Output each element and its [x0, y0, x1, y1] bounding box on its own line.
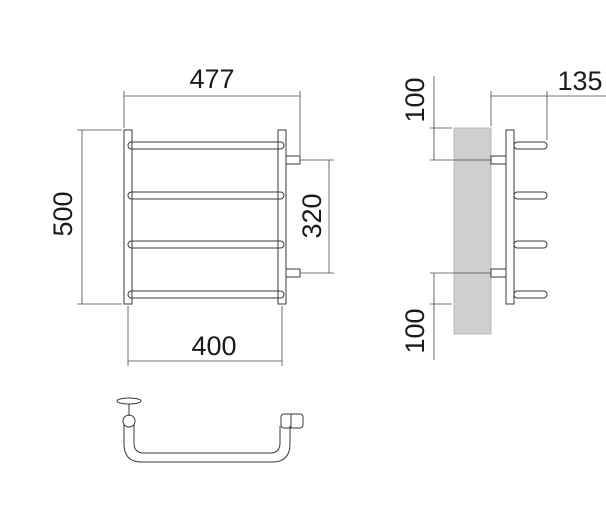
dim-label-477: 477 [189, 64, 234, 94]
dim-total-width: 477 [123, 64, 301, 155]
dim-label-320: 320 [297, 193, 327, 238]
top-view-cap [116, 397, 142, 405]
rung-3 [127, 240, 285, 249]
top-view-left-joint [122, 414, 136, 428]
dim-bar-width: 400 [127, 306, 283, 366]
side-view: 135 100 100 [400, 66, 606, 360]
side-post [505, 129, 515, 305]
side-rung-3 [513, 240, 548, 249]
top-fitting [285, 155, 301, 165]
wall [453, 127, 492, 335]
rung-1 [127, 141, 285, 150]
dim-label-500: 500 [48, 191, 78, 236]
side-bottom-connection [490, 268, 507, 278]
front-view: 477 500 320 400 [48, 64, 334, 366]
rung-4 [127, 290, 285, 299]
bottom-fitting [285, 268, 301, 278]
dim-label-100-top: 100 [400, 77, 430, 122]
dim-label-135: 135 [557, 66, 602, 96]
dim-label-100-bottom: 100 [400, 308, 430, 353]
top-view-rail-outer [123, 424, 291, 463]
side-top-connection [490, 155, 507, 165]
right-post [277, 129, 287, 305]
left-post [123, 129, 133, 305]
side-rung-1 [513, 141, 548, 150]
dim-height: 500 [48, 129, 122, 305]
top-view-rail-inner [133, 424, 281, 454]
top-view-right-fitting [280, 413, 304, 429]
rung-2 [127, 191, 285, 200]
dim-top-offset: 100 [400, 76, 491, 161]
dim-connection-spacing: 320 [297, 159, 334, 274]
dim-label-400: 400 [191, 331, 236, 361]
side-rung-4 [513, 290, 548, 299]
dim-depth: 135 [490, 66, 606, 140]
top-view [116, 397, 304, 463]
dim-bottom-offset: 100 [400, 272, 491, 360]
side-rung-2 [513, 191, 548, 200]
